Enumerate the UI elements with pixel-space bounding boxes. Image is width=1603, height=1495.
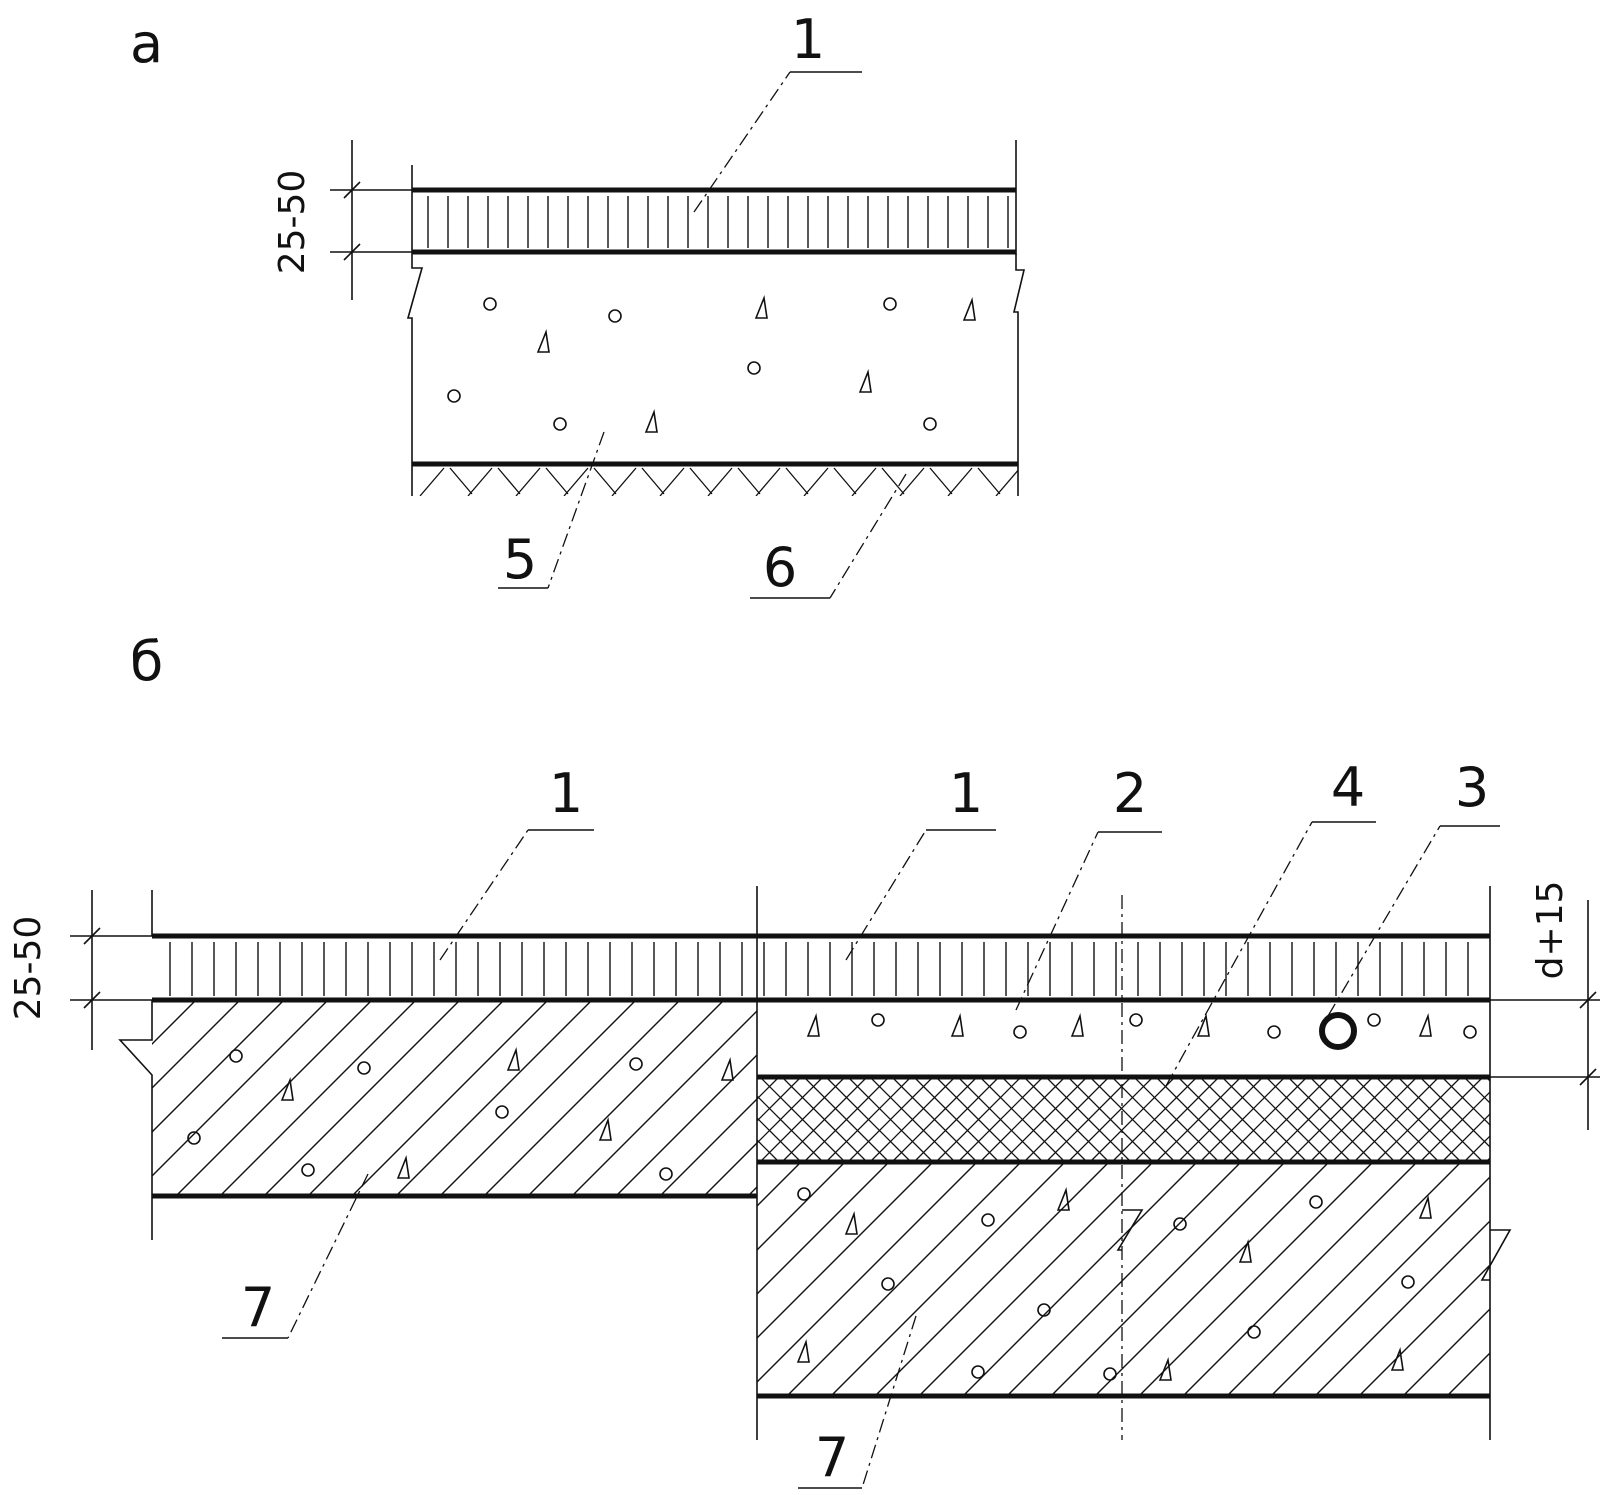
fig-a-callout-5: 5	[498, 431, 605, 591]
fig-a-dimension-label: 25-50	[272, 170, 313, 275]
heating-pipe	[1319, 1012, 1357, 1050]
figure-b-label: б	[130, 630, 163, 693]
fig-b-callout-7-left: 7	[222, 1173, 369, 1339]
fig-b-lower-slab-aggregate	[796, 1186, 1432, 1381]
svg-text:2: 2	[1113, 762, 1147, 825]
fig-b-layer1-hatch	[169, 942, 1469, 996]
fig-a-concrete-aggregate	[447, 294, 976, 433]
svg-text:25-50: 25-50	[8, 916, 49, 1021]
fig-b-left-slab-aggregate	[187, 1046, 734, 1181]
svg-text:1: 1	[949, 762, 983, 825]
fig-b-callout-1-left: 1	[439, 762, 594, 961]
fig-b-callout-1-right: 1	[845, 762, 996, 961]
fig-a-soil-hatch	[419, 467, 1018, 496]
svg-text:3: 3	[1455, 756, 1489, 819]
svg-text:7: 7	[241, 1276, 275, 1339]
fig-a-layer1-hatch	[427, 196, 1009, 248]
svg-text:1: 1	[791, 8, 825, 71]
fig-b-insulation-crosshatch	[757, 1077, 1490, 1162]
fig-b-callout-2: 2	[1015, 762, 1162, 1011]
figure-b: б 25-50	[8, 630, 1600, 1489]
fig-b-lower-slab-hatch	[757, 1162, 1490, 1396]
svg-text:5: 5	[503, 528, 537, 591]
svg-text:1: 1	[549, 762, 583, 825]
fig-b-dimension-right: d+15	[1490, 881, 1600, 1130]
fig-a-callout-6: 6	[750, 473, 907, 599]
fig-b-screed-aggregate	[806, 1012, 1477, 1039]
svg-text:4: 4	[1331, 756, 1365, 819]
fig-a-dimension: 25-50	[272, 140, 412, 300]
fig-b-left-slab-hatch	[152, 1000, 757, 1196]
figure-a: а 25-50 1	[130, 8, 1026, 599]
figure-a-label: а	[130, 12, 163, 75]
svg-text:6: 6	[763, 536, 797, 599]
fig-b-dimension-left: 25-50	[8, 890, 152, 1050]
svg-text:d+15: d+15	[1530, 881, 1571, 980]
svg-text:7: 7	[815, 1426, 849, 1489]
fig-a-callout-1: 1	[693, 8, 862, 213]
fig-b-callout-3: 3	[1327, 756, 1500, 1017]
fig-b-callout-7-right: 7	[798, 1315, 917, 1489]
fig-b-callout-4: 4	[1165, 756, 1376, 1087]
